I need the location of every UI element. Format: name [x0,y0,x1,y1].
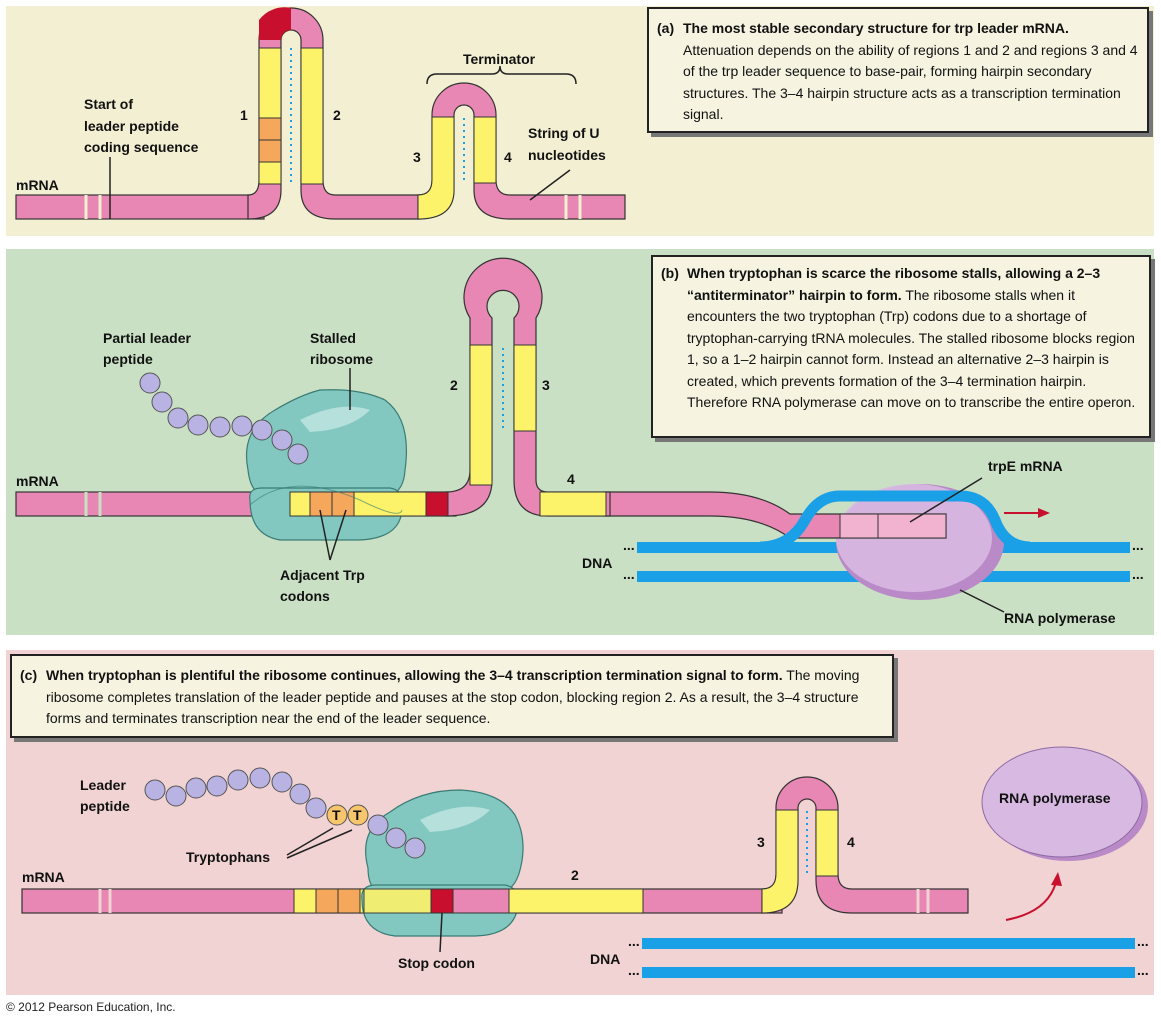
panel-b-dna-dots-right-top: ... [1132,537,1144,553]
panel-c-dna-bottom [642,967,1135,978]
panel-b-codons-label-1: Adjacent Trp [280,567,365,583]
panel-b-region-3-label: 3 [542,377,550,393]
panel-c-region-3-label: 3 [757,834,765,850]
panel-c-peptide-label-2: peptide [80,798,130,814]
panel-b-polymerase-label: RNA polymerase [1004,610,1116,626]
panel-b-dna-label: DNA [582,555,612,571]
panel-c-release-arrow [1005,881,1057,921]
panel-c-leader-peptide [144,767,426,859]
copyright-notice: © 2012 Pearson Education, Inc. [6,1000,176,1014]
panel-c-trp-codon-1 [315,888,339,914]
panel-a-mrna-left [15,194,265,220]
panel-c-caption: (c) When tryptophan is plentiful the rib… [10,654,894,738]
panel-b-partial-leader-peptide [139,372,309,465]
panel-a-trp-codon-2 [258,139,282,163]
panel-b-mrna-label: mRNA [16,473,59,489]
panel-b-region-4 [539,491,607,517]
panel-c-stop-codon-label: Stop codon [398,955,475,971]
panel-a-trp-codon-1 [258,117,282,141]
panel-a-caption-tag: (a) [657,20,675,36]
panel-b-peptide-label-2: peptide [103,351,153,367]
panel-a-region-4-label: 4 [504,149,512,165]
panel-a-region-2 [300,47,324,185]
panel-a-caption-heading: The most stable secondary structure for … [683,20,1069,36]
panel-b-codons-label-2: codons [280,588,330,604]
panel-c-rna-polymerase [981,746,1143,858]
panel-c-tryptophan-bead-1 [326,804,348,826]
panel-c-region-2-label: 2 [571,867,579,883]
panel-a-region-1-label: 1 [240,107,248,123]
panel-b-dna-dots-right-bottom: ... [1132,566,1144,582]
panel-a-u-pointer [529,169,571,201]
panel-c-region-4 [815,809,839,877]
panel-b-region-3 [513,344,537,432]
panel-c-dna-top [642,938,1135,949]
panel-b-ribosome-label-2: ribosome [310,351,373,367]
panel-c-dna-label: DNA [590,951,620,967]
panel-c-caption-tag: (c) [20,667,38,683]
panel-a-stop-region [259,7,291,41]
panel-b-stop-codon [425,491,449,517]
panel-b-dna-dots-left-bottom: ... [623,566,635,582]
panel-a-terminator-label: Terminator [463,51,536,67]
panel-a-region-1 [258,47,282,185]
panel-b-trp-codon-2 [331,491,355,517]
panel-c-dna-dots-right-bottom: ... [1137,962,1149,978]
panel-c-region-3 [761,809,799,914]
panel-a-terminator-brace [426,65,577,85]
panel-b-caption-heading: When tryptophan is scarce the ribosome s… [687,265,1101,303]
panel-a-region-3 [417,116,455,220]
panel-c-mrna-label: mRNA [22,869,65,885]
panel-c-region-4-label: 4 [847,834,855,850]
panel-a-mrna-label: mRNA [16,177,59,193]
panel-b-trpe-mrna [839,513,947,539]
panel-a-start-label-2: leader peptide [84,118,179,134]
panel-a-u-label-1: String of U [528,125,600,141]
panel-a-start-label-3: coding sequence [84,139,199,155]
panel-c-caption-heading: When tryptophan is plentiful the ribosom… [46,667,783,683]
panel-c-tryptophan-bead-1-label: T [332,807,341,823]
panel-c-dna-dots-right-top: ... [1137,933,1149,949]
panel-b-region-4-label: 4 [567,471,575,487]
panel-a-region-2-label: 2 [333,107,341,123]
panel-a-region-3-label: 3 [413,149,421,165]
panel-c-stop-codon [430,888,454,914]
panel-b-caption-body: The ribosome stalls when it encounters t… [687,286,1136,411]
panel-b-region-2-label: 2 [450,377,458,393]
panel-a-caption: (a) The most stable secondary structure … [647,7,1149,133]
panel-c-tryptophan-bead-2 [347,804,369,826]
panel-c-dna-dots-left-bottom: ... [628,962,640,978]
panel-b-region-2 [469,344,493,486]
panel-b-caption-tag: (b) [661,265,679,281]
panel-c-polymerase-label: RNA polymerase [999,790,1111,806]
panel-a-u-label-2: nucleotides [528,147,606,163]
panel-b-ribosome-label-1: Stalled [310,330,356,346]
panel-c-region-2 [508,888,644,914]
panel-b-caption: (b) When tryptophan is scarce the riboso… [651,255,1151,438]
panel-b-trpe-label: trpE mRNA [988,458,1063,474]
panel-b-dna-bubble [759,490,1031,553]
panel-a-region-4 [473,116,497,184]
panel-b-dna-dots-left-top: ... [623,537,635,553]
panel-c-trp-codon-2 [337,888,361,914]
panel-a-start-label-1: Start of [84,96,133,112]
panel-c-caption-body: The moving ribosome completes translatio… [46,667,860,726]
panel-c-tryptophans-label: Tryptophans [186,849,270,865]
panel-c-tryptophan-bead-2-label: T [353,807,362,823]
panel-b: mRNA Partial leader peptide Stalled ribo… [6,249,1154,635]
panel-b-peptide-label-1: Partial leader [103,330,191,346]
panel-c-dna-dots-left-top: ... [628,933,640,949]
panel-a-caption-body: Attenuation depends on the ability of re… [683,41,1138,123]
panel-c-peptide-label-1: Leader [80,777,126,793]
